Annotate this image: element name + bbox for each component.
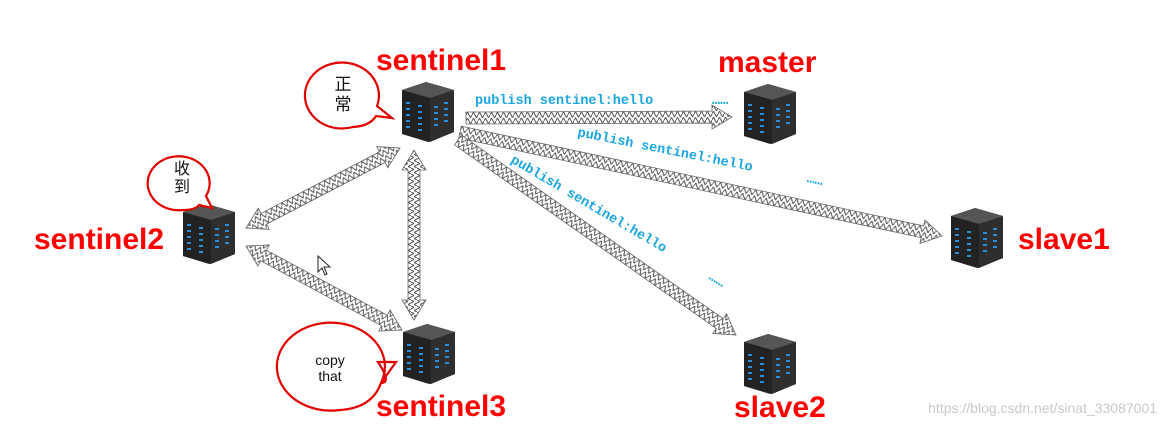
- sentinel1-bubble-text: 正常: [334, 75, 352, 114]
- arrow-sentinel1-master: [465, 104, 733, 130]
- arrow-sentinel1-sentinel3: [401, 149, 427, 321]
- sentinel2-speech-bubble: [146, 155, 215, 212]
- sentinel1-server-icon: [402, 82, 454, 142]
- svg-text:publish sentinel:hello: publish sentinel:hello: [475, 94, 653, 109]
- message-to-slave2: publish sentinel:hello ……: [507, 153, 727, 291]
- arrows-layer: [245, 104, 943, 336]
- slave2-server-icon: [744, 334, 796, 394]
- arrow-sentinel1-slave2: [453, 134, 737, 336]
- message-to-master: publish sentinel:hello ……: [475, 94, 728, 109]
- sentinel2-bubble-text: 收到: [173, 161, 190, 197]
- svg-text:……: ……: [706, 270, 728, 291]
- slave2-label: slave2: [734, 391, 826, 424]
- svg-text:……: ……: [712, 94, 728, 109]
- slave1-label: slave1: [1018, 223, 1110, 256]
- watermark: https://blog.csdn.net/sinat_33087001: [928, 400, 1157, 416]
- sentinel1-speech-bubble: [303, 61, 396, 130]
- arrow-sentinel2-sentinel1: [245, 146, 401, 230]
- sentinel2-label: sentinel2: [34, 223, 165, 256]
- arrow-sentinel1-slave1: [458, 125, 943, 245]
- master-label: master: [718, 46, 817, 79]
- sentinel3-label: sentinel3: [376, 390, 507, 423]
- sentinel2-server-icon: [183, 204, 235, 264]
- sentinel3-server-icon: [403, 324, 455, 384]
- slave1-server-icon: [951, 208, 1003, 268]
- sentinel1-label: sentinel1: [376, 44, 507, 77]
- mouse-cursor-icon: [317, 254, 332, 276]
- sentinel3-speech-bubble: [275, 321, 399, 412]
- master-server-icon: [744, 84, 796, 144]
- arrow-sentinel2-sentinel3: [245, 244, 403, 332]
- svg-text:……: ……: [805, 172, 824, 190]
